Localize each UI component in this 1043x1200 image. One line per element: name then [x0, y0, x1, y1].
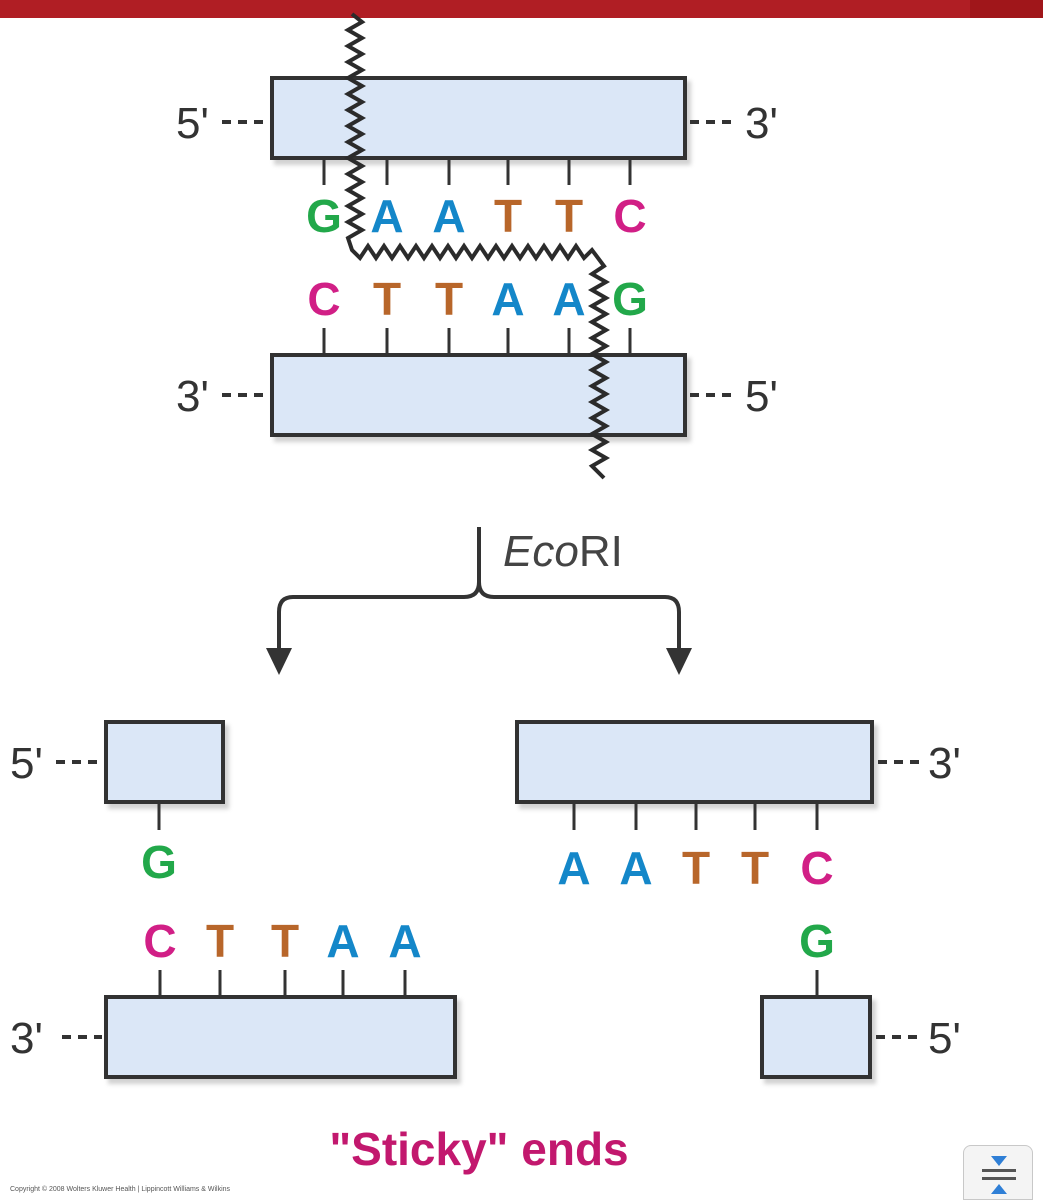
left-fragment-top-base: G	[141, 836, 177, 888]
enzyme-label-plain: RI	[579, 527, 623, 576]
left-fragment-3prime-label: 3'	[10, 1014, 43, 1063]
split-arrow-lines	[277, 527, 681, 650]
enzyme-label: EcoRI	[503, 527, 623, 576]
right-fragment-5prime-label: 5'	[928, 1014, 961, 1063]
top-strand-base: C	[613, 190, 646, 242]
bottom-strand-base: G	[612, 273, 648, 325]
top-strand-base: G	[306, 190, 342, 242]
top-accent-bar	[0, 0, 1043, 18]
bottom-strand-base: T	[373, 273, 401, 325]
right-fragment-top-base: A	[557, 842, 590, 894]
bottom-strand-base: A	[552, 273, 585, 325]
bottom-strand-5prime-label: 5'	[745, 372, 778, 421]
bottom-strand-3prime-label: 3'	[176, 372, 209, 421]
copyright-notice: Copyright © 2008 Wolters Kluwer Health |…	[10, 1186, 231, 1193]
right-fragment-bottom-base: G	[799, 915, 835, 967]
top-strand-base: T	[494, 190, 522, 242]
bottom-strand-backbone	[270, 353, 687, 437]
left-fragment-bottom-base: C	[143, 915, 176, 967]
left-fragment-bottom-backbone	[104, 995, 457, 1079]
arrowhead-right-icon	[666, 648, 692, 675]
bottom-strand-base: C	[307, 273, 340, 325]
right-fragment-top-base: T	[741, 842, 769, 894]
right-fragment-3prime-label: 3'	[928, 739, 961, 788]
left-fragment-5prime-label: 5'	[10, 739, 43, 788]
top-accent-bar-edge	[970, 0, 1043, 18]
top-strand-3prime-label: 3'	[745, 99, 778, 148]
sticky-ends-caption: "Sticky" ends	[329, 1123, 628, 1175]
left-fragment-bottom-base: T	[206, 915, 234, 967]
top-strand-5prime-label: 5'	[176, 99, 209, 148]
right-fragment-top-base: C	[800, 842, 833, 894]
enzyme-label-italic: Eco	[503, 527, 579, 576]
right-fragment-top-base: T	[682, 842, 710, 894]
collapse-button[interactable]	[963, 1145, 1033, 1200]
left-fragment-bottom-base: T	[271, 915, 299, 967]
left-fragment-top-bases: G	[141, 804, 177, 888]
top-strand-base: T	[555, 190, 583, 242]
left-fragment-bottom-base: A	[388, 915, 421, 967]
bottom-strand-base: A	[491, 273, 524, 325]
top-strand-base: A	[370, 190, 403, 242]
right-fragment-top-backbone	[515, 720, 874, 804]
right-fragment-bottom-backbone	[760, 995, 872, 1079]
top-strand-base: A	[432, 190, 465, 242]
right-fragment-top-base: A	[619, 842, 652, 894]
cut-site-line	[343, 12, 611, 480]
left-fragment-top-backbone	[104, 720, 225, 804]
collapse-bar-bottom	[982, 1177, 1016, 1180]
collapse-arrow-down	[991, 1156, 1007, 1166]
arrowhead-left-icon	[266, 648, 292, 675]
left-fragment-bottom-base: A	[326, 915, 359, 967]
top-strand-backbone	[270, 76, 687, 160]
bottom-strand-base: T	[435, 273, 463, 325]
collapse-bar-top	[982, 1169, 1016, 1172]
collapse-arrow-up	[991, 1184, 1007, 1194]
right-fragment-bottom-bases: G	[799, 915, 835, 995]
